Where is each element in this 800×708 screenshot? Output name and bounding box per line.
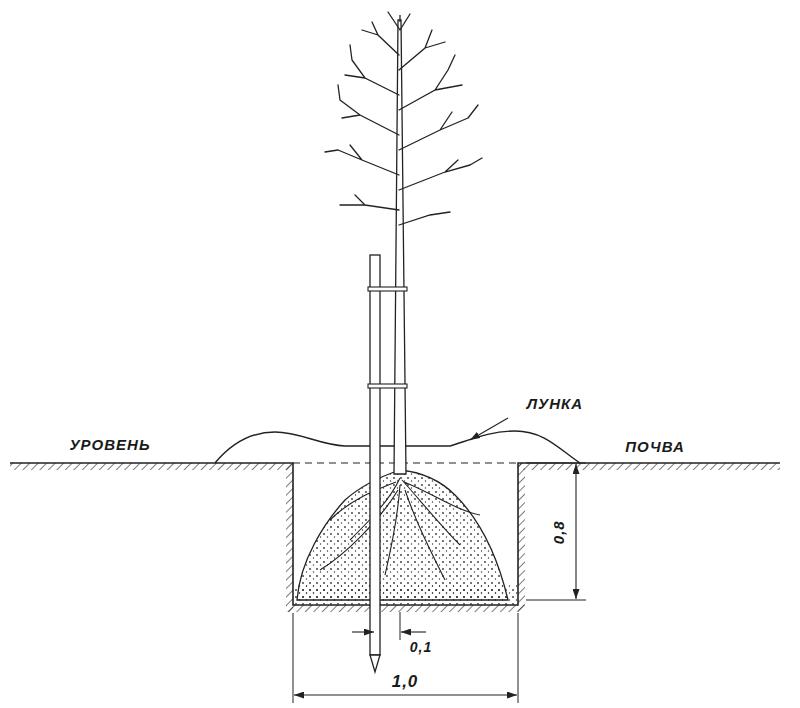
annotation-label: УРОВЕНЬ: [67, 437, 152, 454]
dimension-line: [575, 464, 576, 599]
leader-arrow: [470, 418, 508, 440]
tie-band: [368, 384, 407, 388]
tie-band: [368, 287, 407, 291]
tree-top: [399, 15, 400, 22]
pit-wall-hatch: [286, 463, 293, 612]
dimension-line: [294, 694, 517, 695]
annotation-label: ПОЧВА: [623, 439, 687, 456]
extension-line: [293, 613, 294, 703]
annotation-label: ЛУНКА: [525, 396, 585, 413]
dimension-arrow: [352, 631, 374, 632]
extension-line: [400, 612, 401, 640]
dimension-value: 0,1: [408, 640, 434, 655]
stake-tip: [370, 655, 380, 672]
extension-line: [526, 463, 586, 464]
extension-line: [518, 613, 519, 703]
dimension-value: 0,8: [551, 518, 568, 546]
pit-outline: [10, 463, 780, 605]
ground-hatch: [518, 463, 780, 470]
extension-line: [526, 600, 586, 601]
root-ball: [297, 470, 508, 600]
roots: [320, 478, 480, 580]
pit-bottom-hatch: [286, 605, 525, 612]
ground-hatch: [10, 463, 293, 470]
tree-trunk: [394, 20, 406, 474]
tree-branches: [325, 12, 482, 225]
dimension-arrow: [401, 631, 426, 632]
dimension-value: 1,0: [390, 673, 421, 692]
pit-wall-hatch: [518, 463, 525, 612]
support-stake: [370, 255, 380, 655]
